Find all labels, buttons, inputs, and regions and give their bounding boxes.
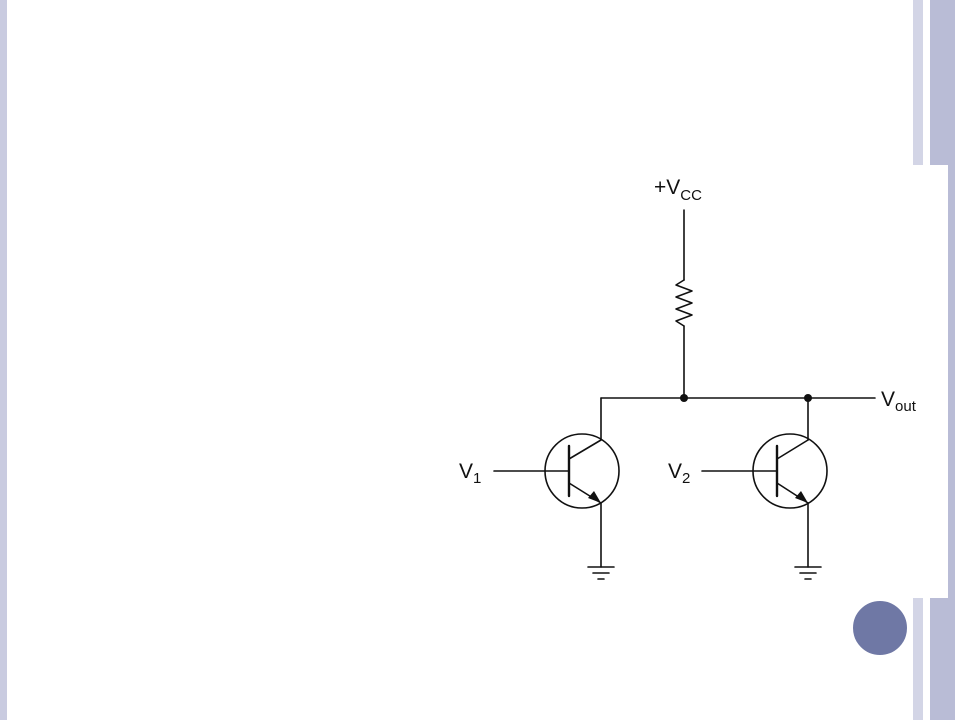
junction-dot-node <box>680 394 688 402</box>
v1-label: V1 <box>459 460 481 487</box>
q2-emitter-arrow <box>795 491 808 503</box>
slide-decoration-dot <box>851 599 909 657</box>
junction-dot-q2 <box>804 394 812 402</box>
vout-label: Vout <box>881 388 917 415</box>
vcc-label: +VCC <box>654 176 702 204</box>
pull-up-resistor <box>675 279 693 327</box>
diagram-panel <box>430 165 948 598</box>
v2-label: V2 <box>668 460 690 487</box>
q1-collector-lead <box>568 439 602 460</box>
q1-emitter-arrow <box>588 491 601 503</box>
ground-symbol-q2 <box>794 566 822 580</box>
q2-collector-lead <box>776 439 809 460</box>
ground-symbol-q1 <box>587 566 615 580</box>
slide-left-border <box>0 0 7 720</box>
